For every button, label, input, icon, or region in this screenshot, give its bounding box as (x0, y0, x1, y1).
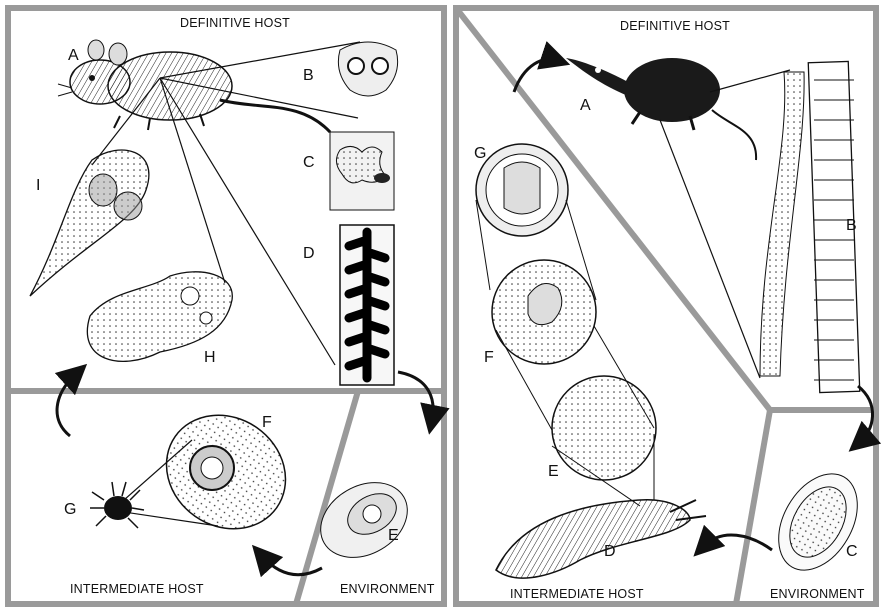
arrow-e-to-g (262, 556, 322, 575)
left-label-f: F (262, 414, 272, 431)
slug-illustration (496, 500, 706, 578)
strobila-illustration (760, 61, 860, 392)
gravid-proglottid-illustration (340, 225, 394, 385)
left-panel: DEFINITIVE HOST INTERMEDIATE HOST ENVIRO… (8, 8, 444, 604)
left-label-i: I (36, 177, 40, 194)
arrow-c-to-d (704, 535, 772, 550)
cysticercoid-illustration-i (30, 150, 149, 296)
cysticercoid-illustration-h (87, 272, 232, 362)
left-intermediate-host-title: INTERMEDIATE HOST (70, 582, 204, 596)
mouse-illustration (58, 40, 330, 132)
right-intermediate-host-title: INTERMEDIATE HOST (510, 587, 644, 601)
egg-illustration-right (763, 460, 874, 584)
right-label-c: C (846, 543, 858, 560)
left-label-g: G (64, 501, 76, 518)
left-label-c: C (303, 154, 315, 171)
cysticercoid-illustration-g (476, 144, 568, 236)
right-label-d: D (604, 543, 616, 560)
left-label-h: H (204, 349, 216, 366)
left-label-d: D (303, 245, 315, 262)
left-environment-title: ENVIRONMENT (340, 582, 435, 596)
arrow-g-to-h (57, 374, 76, 436)
right-definitive-host-title: DEFINITIVE HOST (620, 19, 730, 33)
arrow-d-to-e (398, 372, 433, 420)
right-label-g: G (474, 145, 486, 162)
right-divider-lower (736, 410, 770, 604)
right-label-a: A (580, 97, 591, 114)
right-panel: DEFINITIVE HOST INTERMEDIATE HOST ENVIRO… (456, 8, 876, 604)
oncosphere-illustration-e (552, 376, 656, 480)
right-label-b: B (846, 217, 857, 234)
left-label-b: B (303, 67, 314, 84)
oncosphere-illustration (144, 392, 308, 552)
right-label-f: F (484, 349, 494, 366)
arrow-b-to-c (858, 386, 873, 442)
shrew-illustration (566, 58, 756, 160)
left-label-a: A (68, 47, 79, 64)
mature-proglottid-illustration (330, 132, 394, 210)
left-label-e: E (388, 527, 399, 544)
right-environment-title: ENVIRONMENT (770, 587, 865, 601)
egg-illustration-left (307, 468, 421, 573)
scolex-illustration (338, 42, 397, 96)
right-label-e: E (548, 463, 559, 480)
larva-illustration-f (492, 260, 596, 364)
left-definitive-host-title: DEFINITIVE HOST (180, 16, 290, 30)
